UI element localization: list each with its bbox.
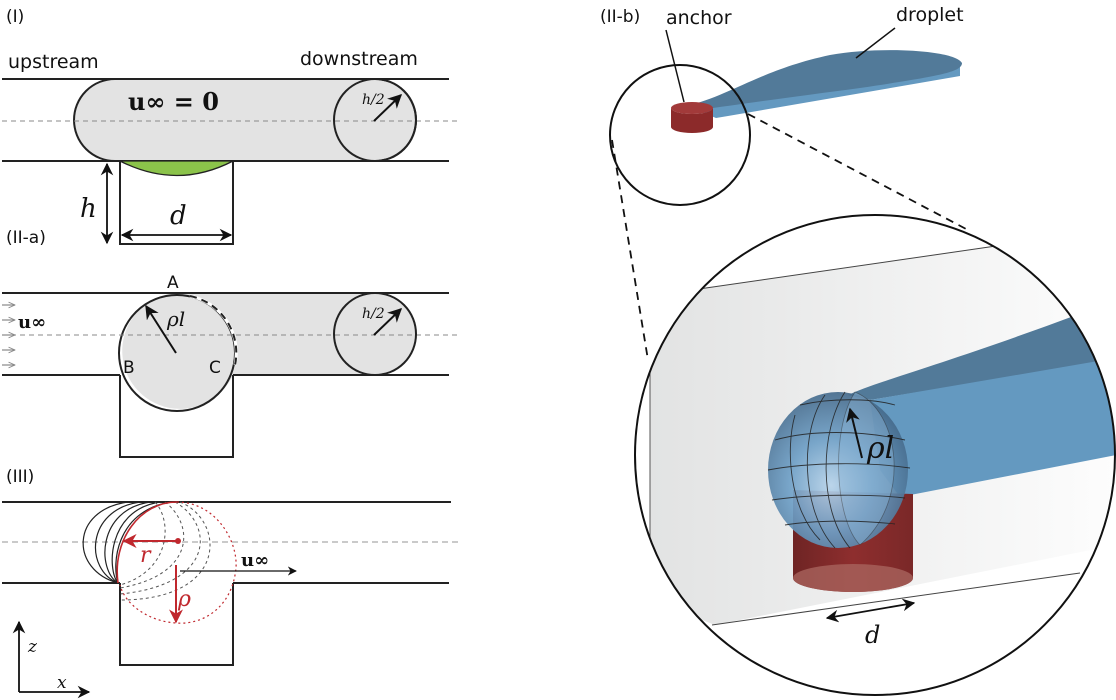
center-point [175, 538, 181, 544]
droplet-tail-top [848, 300, 1115, 400]
sphere-cut [838, 391, 895, 546]
inflow-arrows [2, 305, 15, 365]
z-axis-label: z [27, 637, 38, 657]
radius-arrow [373, 94, 403, 122]
cavity [119, 161, 234, 245]
r-label: r [140, 543, 152, 568]
droplet-tail-side [870, 358, 1115, 497]
droplet-sphere [768, 392, 908, 548]
velocity-label: u∞ [18, 312, 46, 333]
droplet-top [686, 50, 962, 110]
upstream-label: upstream [8, 51, 99, 73]
width-arrow [825, 598, 916, 623]
anchor-top [671, 102, 713, 114]
point-C-label: C [209, 358, 221, 378]
rho-l-label: ρl [866, 431, 894, 466]
rho-l-arrow [145, 304, 177, 354]
ball-dashed-arc [189, 294, 238, 366]
panel-label-I: (I) [6, 7, 24, 27]
dashed-arcs [119, 501, 211, 601]
rho-label: ρ [177, 587, 191, 612]
radius-label: h/2 [362, 92, 385, 108]
point-A-label: A [167, 273, 179, 293]
width-label: d [865, 621, 880, 649]
droplet-pointer [855, 27, 896, 59]
panel-label-IIa: (II-a) [6, 228, 46, 248]
point-B-label: B [123, 358, 135, 378]
velocity-label: u∞ [241, 550, 269, 571]
end-cap-circle [333, 78, 417, 162]
red-arc-solid [116, 501, 178, 584]
rho-l-arrow [846, 407, 863, 459]
panel-III: (III) r ρ u∞ z [2, 467, 460, 699]
panel-IIa: (II-a) h/2 ρl A B C u∞ [2, 228, 460, 458]
rho-l-label: ρl [166, 307, 185, 331]
end-cap-circle [333, 292, 417, 376]
width-label: d [170, 201, 187, 231]
radius-arrow [373, 308, 403, 336]
magnified-circle [634, 214, 1116, 696]
red-arc-dashed [119, 501, 237, 624]
zoom-region-circle [609, 64, 751, 206]
zoom-connector-right [747, 113, 969, 231]
cavity [119, 583, 234, 666]
right-radius-label: h/2 [362, 306, 385, 322]
anchor-label: anchor [666, 7, 732, 29]
anchor-body [671, 108, 713, 133]
panel-label-III: (III) [6, 467, 34, 487]
downstream-label: downstream [300, 48, 418, 70]
cavity [119, 375, 234, 458]
velocity-label: u∞ = 0 [128, 87, 219, 116]
sphere-grid [767, 391, 911, 549]
meniscus [119, 160, 234, 177]
panel-I: (I) upstream downstream h/2 u∞ = 0 h d [2, 7, 460, 245]
x-axis-label: x [57, 673, 67, 693]
droplet-shape [122, 293, 416, 409]
panel-label-IIb: (II-b) [600, 7, 640, 27]
zoom-connector-left [611, 139, 649, 361]
height-label: h [80, 194, 97, 224]
panel-IIb: (II-b) anchor droplet [600, 4, 1116, 696]
droplet-label: droplet [896, 4, 964, 26]
